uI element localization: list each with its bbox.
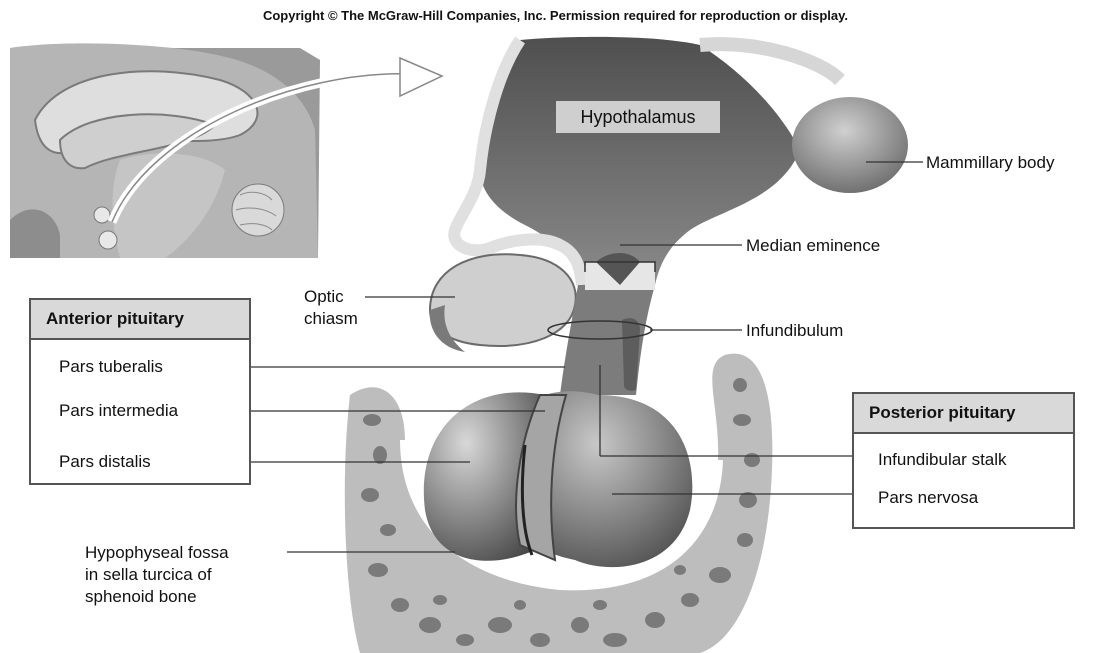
label-optic-chiasm-line1: Optic xyxy=(304,286,344,307)
mammillary-body xyxy=(792,97,908,193)
anterior-pituitary-box: Anterior pituitary Pars tuberalis Pars i… xyxy=(29,298,251,485)
label-hypothalamus: Hypothalamus xyxy=(556,101,720,133)
copyright-notice: Copyright © The McGraw-Hill Companies, I… xyxy=(0,8,1111,23)
label-median-eminence: Median eminence xyxy=(746,235,880,256)
pituitary-gland xyxy=(424,391,693,567)
label-fossa-line2: in sella turcica of xyxy=(85,564,212,585)
infundibular-stalk-label: Infundibular stalk xyxy=(854,449,1073,470)
label-fossa-line3: sphenoid bone xyxy=(85,586,197,607)
label-mammillary-body: Mammillary body xyxy=(926,152,1054,173)
pars-distalis-label: Pars distalis xyxy=(31,451,249,472)
posterior-pituitary-title: Posterior pituitary xyxy=(854,394,1073,434)
brain-sagittal-inset xyxy=(10,43,442,258)
pars-nervosa-label: Pars nervosa xyxy=(854,487,1073,508)
label-fossa-line1: Hypophyseal fossa xyxy=(85,542,229,563)
posterior-pituitary-box: Posterior pituitary Infundibular stalk P… xyxy=(852,392,1075,529)
pars-tuberalis-label: Pars tuberalis xyxy=(31,356,249,377)
label-optic-chiasm-line2: chiasm xyxy=(304,308,358,329)
anterior-pituitary-title: Anterior pituitary xyxy=(31,300,249,340)
label-infundibulum: Infundibulum xyxy=(746,320,843,341)
pars-intermedia-label: Pars intermedia xyxy=(31,400,249,421)
optic-chiasm xyxy=(430,254,576,352)
